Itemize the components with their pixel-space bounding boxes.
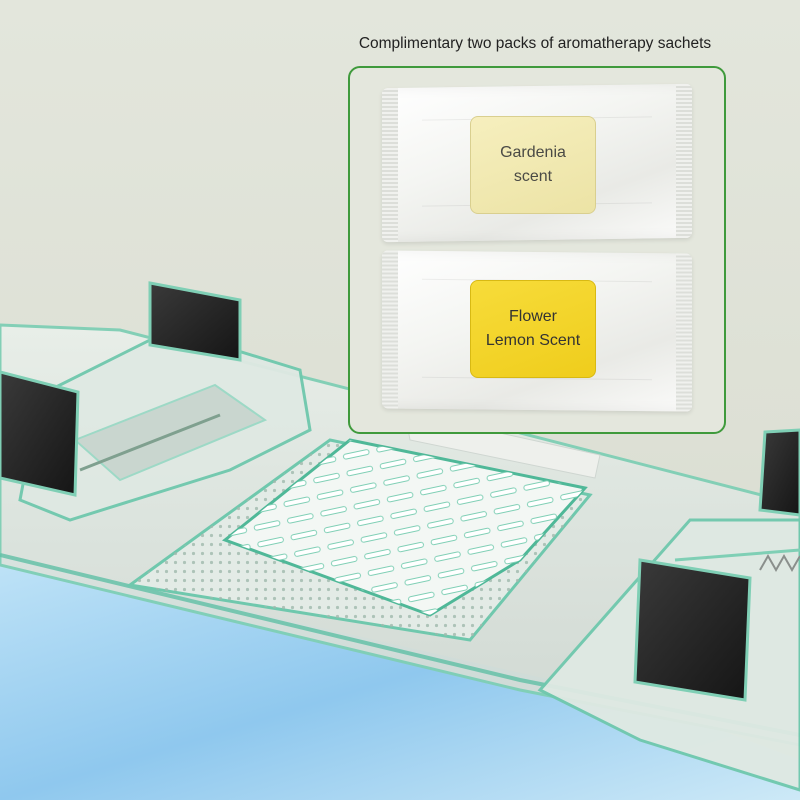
lemon-label-line1: Flower [508,308,557,325]
spring [759,553,800,573]
right-front-clip [633,558,752,702]
left-back-clip [148,281,242,362]
left-front-clip [0,370,80,497]
glass-surface [0,555,800,800]
lemon-label: Flower Lemon Scent [470,280,596,378]
gardenia-label-line2: scent [513,168,553,185]
gardenia-label: Gardenia scent [470,116,596,214]
right-back-clip [758,428,800,517]
gardenia-label-line1: Gardenia [500,144,566,161]
promo-caption: Complimentary two packs of aromatherapy … [358,35,712,52]
lemon-label-line2: Lemon Scent [485,332,581,349]
